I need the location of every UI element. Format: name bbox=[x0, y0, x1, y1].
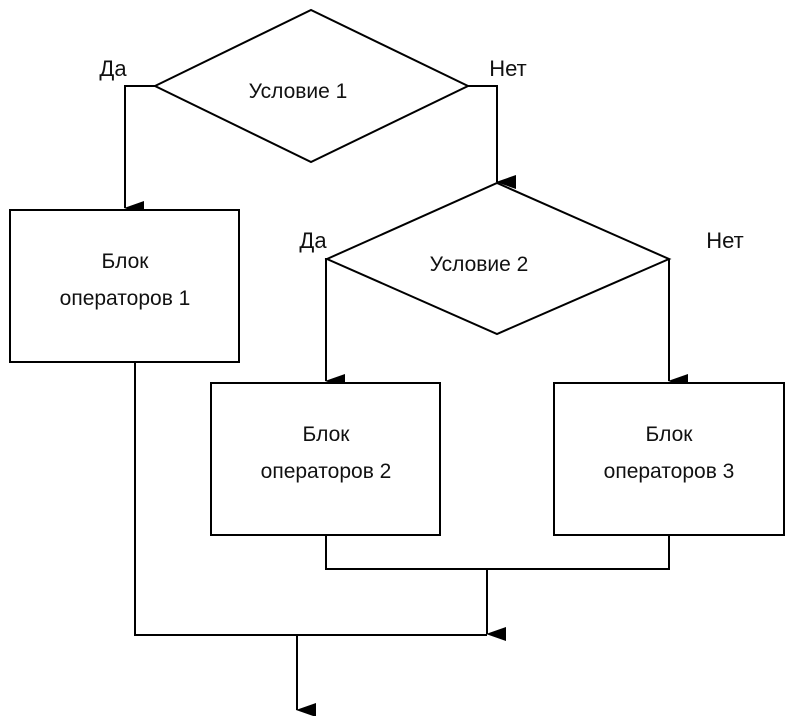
block-3-line1: Блок bbox=[646, 423, 694, 446]
connector-merge-b2-b3 bbox=[325, 535, 670, 570]
decision-2-label: Условие 2 bbox=[430, 253, 529, 276]
decision-1-no-label: Нет bbox=[489, 56, 526, 81]
block-3-line2: операторов 3 bbox=[604, 460, 735, 483]
decision-1-label: Условие 1 bbox=[249, 80, 348, 103]
operator-block-2 bbox=[210, 382, 441, 536]
decision-1-yes-label: Да bbox=[99, 56, 127, 81]
operator-block-1 bbox=[9, 209, 240, 363]
decision-2-no-label: Нет bbox=[706, 228, 743, 253]
connector-d1-yes bbox=[124, 85, 155, 215]
decision-2-yes-label: Да bbox=[299, 228, 327, 253]
block-1-line2: операторов 1 bbox=[60, 287, 191, 310]
block-2-line1: Блок bbox=[303, 423, 351, 446]
connector-d1-no bbox=[468, 85, 516, 189]
block-1-line1: Блок bbox=[102, 250, 150, 273]
block-2-line2: операторов 2 bbox=[261, 460, 392, 483]
connector-d2-yes bbox=[325, 258, 345, 388]
operator-block-3 bbox=[553, 382, 785, 536]
connector-b1-down bbox=[134, 362, 487, 636]
